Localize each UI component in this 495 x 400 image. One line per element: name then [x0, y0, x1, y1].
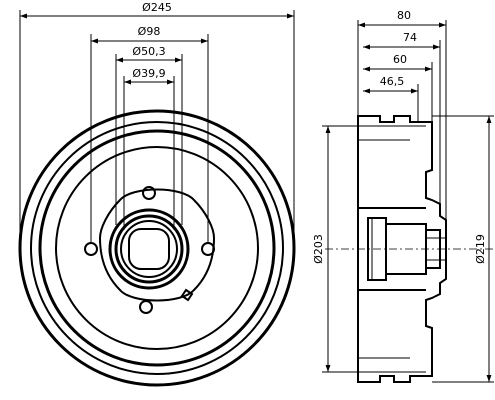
hub-outer-label: Ø50,3 — [132, 45, 165, 58]
center-bore — [128, 228, 170, 270]
drum-ring-2 — [30, 121, 284, 375]
outer-diameter-label: Ø245 — [142, 1, 172, 14]
width-46-5-label: 46,5 — [380, 75, 405, 88]
flange-outline — [98, 188, 216, 302]
bolt-hole-right — [201, 242, 215, 256]
bolt-hole-left — [84, 242, 98, 256]
drum-outer-ring — [18, 109, 296, 387]
outer-diameter-side-label: Ø219 — [474, 234, 487, 264]
bolt-hole-bottom — [139, 300, 153, 314]
bolt-circle-label: Ø98 — [138, 25, 161, 38]
side-view: 80 74 60 46,5 Ø203 Ø219 — [312, 9, 495, 383]
bolt-hole-top — [142, 186, 156, 200]
drum-ring-4 — [55, 146, 259, 350]
dim-width-60: 60 — [363, 53, 433, 122]
dim-width-74: 74 — [363, 31, 441, 204]
front-view: Ø245 Ø98 Ø50,3 Ø39,9 — [18, 1, 296, 387]
inner-diameter-label: Ø203 — [312, 234, 325, 264]
width-74-label: 74 — [403, 31, 417, 44]
dim-width-46-5: 46,5 — [363, 75, 419, 122]
dim-outer-diameter-side: Ø219 — [432, 115, 494, 383]
dim-bolt-circle: Ø98 — [90, 25, 209, 243]
drum-ring-3 — [38, 129, 276, 367]
dim-hub-inner: Ø39,9 — [123, 67, 175, 230]
hub-outer — [108, 208, 190, 290]
drum-profile — [357, 115, 447, 383]
flange-notch — [180, 288, 194, 302]
dim-inner-diameter: Ø203 — [312, 125, 358, 373]
hub-inner-ring — [120, 220, 178, 278]
dim-overall-width: 80 — [357, 9, 447, 220]
overall-width-label: 80 — [397, 9, 411, 22]
hub-ring — [114, 214, 184, 284]
dim-hub-outer: Ø50,3 — [115, 45, 183, 225]
hub-inner-label: Ø39,9 — [132, 67, 165, 80]
width-60-label: 60 — [393, 53, 407, 66]
dim-outer-diameter: Ø245 — [19, 1, 295, 245]
